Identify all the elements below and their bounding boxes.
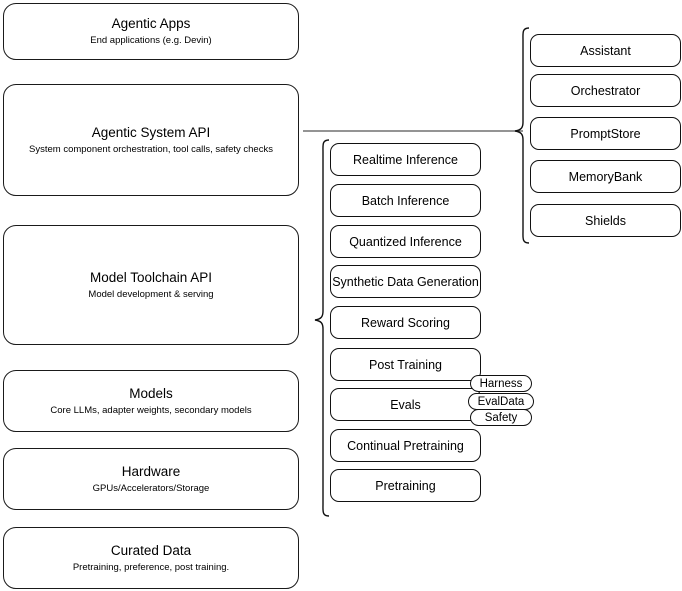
capability-batch-inference[interactable]: Batch Inference xyxy=(330,184,481,217)
eval-tag-label: Harness xyxy=(479,377,523,390)
capability-pretraining[interactable]: Pretraining xyxy=(330,469,481,502)
eval-tag-harness[interactable]: Harness xyxy=(470,375,532,392)
layer-subtitle: End applications (e.g. Devin) xyxy=(90,35,212,46)
system-component-memorybank[interactable]: MemoryBank xyxy=(530,160,681,193)
system-component-shields[interactable]: Shields xyxy=(530,204,681,237)
capability-label: Batch Inference xyxy=(361,193,450,208)
capability-quantized-inference[interactable]: Quantized Inference xyxy=(330,225,481,258)
stack-layer-agentic-system-api[interactable]: Agentic System API System component orch… xyxy=(3,84,299,196)
system-component-label: MemoryBank xyxy=(568,169,643,184)
capability-label: Continual Pretraining xyxy=(347,438,464,453)
layer-title: Curated Data xyxy=(110,542,192,558)
capability-realtime-inference[interactable]: Realtime Inference xyxy=(330,143,481,176)
layer-title: Agentic Apps xyxy=(111,16,191,31)
system-component-assistant[interactable]: Assistant xyxy=(530,34,681,67)
eval-tag-evaldata[interactable]: EvalData xyxy=(468,393,534,410)
capability-synthetic-data-generation[interactable]: Synthetic Data Generation xyxy=(330,265,481,298)
layer-subtitle: Pretraining, preference, post training. xyxy=(72,561,230,573)
layer-title: Agentic System API xyxy=(91,124,211,140)
capability-label: Pretraining xyxy=(375,478,436,493)
capability-evals[interactable]: Evals xyxy=(330,388,481,421)
capability-post-training[interactable]: Post Training xyxy=(330,348,481,381)
eval-tag-label: EvalData xyxy=(477,395,525,408)
capability-label: Quantized Inference xyxy=(349,234,462,249)
stack-layer-model-toolchain-api[interactable]: Model Toolchain API Model development & … xyxy=(3,225,299,345)
system-component-label: Orchestrator xyxy=(570,83,641,98)
brace-system-components xyxy=(514,27,530,244)
stack-layer-hardware[interactable]: Hardware GPUs/Accelerators/Storage xyxy=(3,448,299,510)
capability-continual-pretraining[interactable]: Continual Pretraining xyxy=(330,429,481,462)
eval-tag-label: Safety xyxy=(484,411,518,424)
layer-subtitle: Core LLMs, adapter weights, secondary mo… xyxy=(50,404,252,416)
system-component-label: Assistant xyxy=(580,43,631,58)
stack-layer-curated-data[interactable]: Curated Data Pretraining, preference, po… xyxy=(3,527,299,589)
eval-tag-safety[interactable]: Safety xyxy=(470,409,532,426)
capability-reward-scoring[interactable]: Reward Scoring xyxy=(330,306,481,339)
capability-label: Post Training xyxy=(369,357,442,372)
capability-label: Evals xyxy=(390,397,421,412)
system-component-orchestrator[interactable]: Orchestrator xyxy=(530,74,681,107)
layer-subtitle: Model development & serving xyxy=(88,288,214,300)
capability-label: Synthetic Data Generation xyxy=(332,274,479,289)
layer-subtitle: System component orchestration, tool cal… xyxy=(29,143,273,155)
stack-layer-agentic-apps[interactable]: Agentic Apps End applications (e.g. Devi… xyxy=(3,3,299,60)
capability-label: Reward Scoring xyxy=(361,315,450,330)
layer-title: Models xyxy=(129,385,173,401)
capability-label: Realtime Inference xyxy=(353,152,458,167)
layer-title: Model Toolchain API xyxy=(89,269,213,285)
system-component-label: Shields xyxy=(585,213,626,228)
stack-layer-models[interactable]: Models Core LLMs, adapter weights, secon… xyxy=(3,370,299,432)
layer-title: Hardware xyxy=(121,463,181,479)
layer-subtitle: GPUs/Accelerators/Storage xyxy=(92,482,210,494)
system-component-label: PromptStore xyxy=(570,126,641,141)
system-component-promptstore[interactable]: PromptStore xyxy=(530,117,681,150)
brace-toolchain-capabilities xyxy=(314,139,330,517)
